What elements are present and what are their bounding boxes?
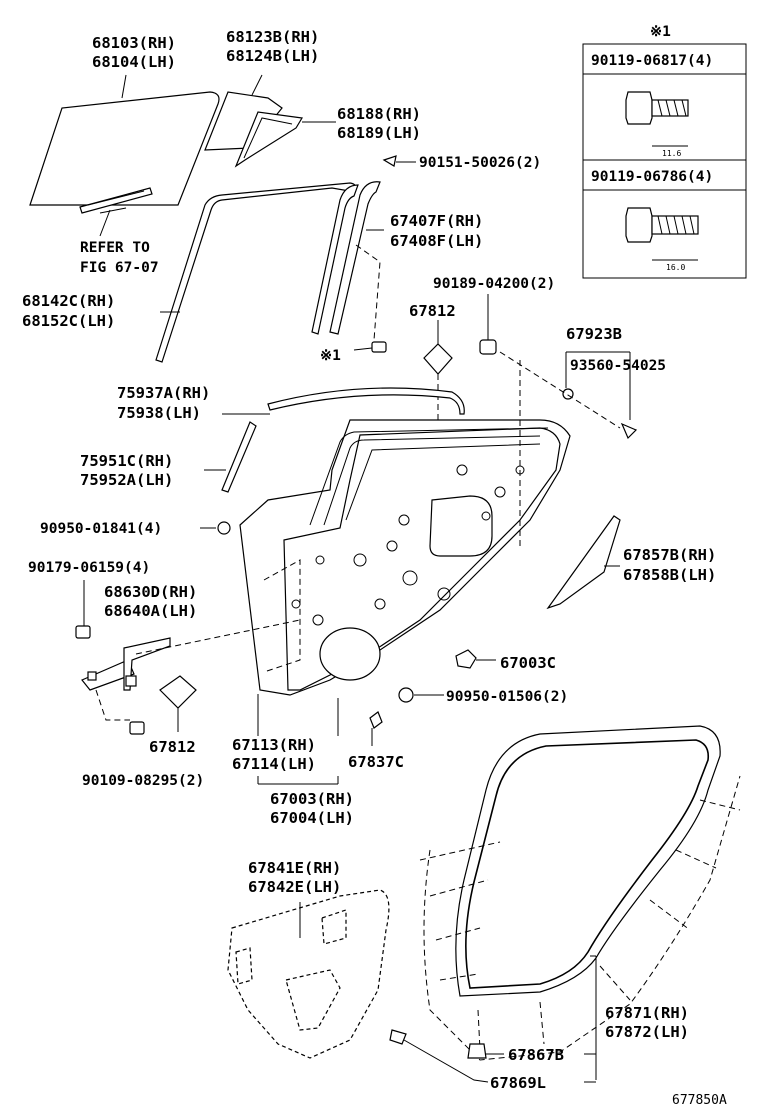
door-weatherstrip — [419, 725, 741, 1080]
bolt-mark1 — [353, 341, 387, 353]
label-90950-01841: 90950-01841(4) — [40, 521, 162, 537]
door-trim-cover — [546, 515, 621, 610]
label-67872: 67872(LH) — [605, 1023, 689, 1041]
screw-67923b — [620, 422, 638, 440]
belt-moulding — [267, 387, 465, 415]
label-mark1: ※1 — [320, 348, 341, 364]
label-67923b: 67923B — [566, 325, 622, 343]
label-67113: 67113(RH) — [232, 736, 316, 754]
label-67842e: 67842E(LH) — [248, 878, 341, 896]
bumper-67837c — [369, 711, 383, 729]
label-90109: 90109-08295(2) — [82, 773, 204, 789]
door-glass — [29, 74, 220, 206]
figure-id: 677850A — [672, 1093, 727, 1108]
inset-bolt-a-dim: 11.6 — [662, 149, 681, 158]
label-67871: 67871(RH) — [605, 1004, 689, 1022]
bolt-a-icon — [625, 91, 689, 147]
label-68630d: 68630D(RH) — [104, 583, 197, 601]
label-67841e: 67841E(RH) — [248, 859, 341, 877]
glass-channel-bracket — [79, 187, 153, 237]
quarter-glass — [204, 74, 283, 151]
label-93560: 93560-54025 — [570, 358, 666, 374]
clip-90189 — [479, 294, 497, 355]
label-67407f: 67407F(RH) — [390, 212, 483, 230]
label-67812-lower: 67812 — [149, 738, 196, 756]
inset-bolt-b-dim: 16.0 — [666, 263, 685, 272]
label-67812-upper: 67812 — [409, 302, 456, 320]
label-67837c: 67837C — [348, 753, 404, 771]
label-fig-ref: FIG 67-07 — [80, 260, 159, 276]
label-67004: 67004(LH) — [270, 809, 354, 827]
label-refer-to: REFER TO — [80, 240, 150, 256]
label-75937a: 75937A(RH) — [117, 384, 210, 402]
label-75951c: 75951C(RH) — [80, 452, 173, 470]
clip-90950-01506 — [398, 687, 414, 703]
label-68188: 68188(RH) — [337, 105, 421, 123]
label-68142c: 68142C(RH) — [22, 292, 115, 310]
label-68152c: 68152C(LH) — [22, 312, 115, 330]
bolt-90179 — [75, 580, 91, 639]
label-90950-01506: 90950-01506(2) — [446, 689, 568, 705]
label-90189: 90189-04200(2) — [433, 276, 555, 292]
label-67003: 67003(RH) — [270, 790, 354, 808]
fastener-inset — [582, 43, 747, 279]
inset-bolt-a-part: 90119-06817(4) — [591, 53, 713, 69]
label-67858b: 67858B(LH) — [623, 566, 716, 584]
label-67114: 67114(LH) — [232, 755, 316, 773]
service-hole-cover — [227, 889, 390, 1059]
division-bar-channel — [311, 181, 384, 341]
seal-67812-lower — [159, 675, 197, 732]
label-75952a: 75952A(LH) — [80, 471, 173, 489]
inset-mark: ※1 — [650, 24, 671, 40]
label-67857b: 67857B(RH) — [623, 546, 716, 564]
division-bar-cover — [221, 421, 257, 493]
label-67408f: 67408F(LH) — [390, 232, 483, 250]
bolt-90109 — [129, 721, 145, 735]
label-90179: 90179-06159(4) — [28, 560, 150, 576]
label-68189: 68189(LH) — [337, 124, 421, 142]
bolt-b-icon — [625, 207, 699, 261]
label-67869l: 67869L — [490, 1074, 546, 1092]
clip-90950-01841 — [200, 521, 231, 535]
label-67867b: 67867B — [508, 1046, 564, 1064]
label-67003c: 67003C — [500, 654, 556, 672]
screw-90151 — [382, 155, 416, 167]
label-90151: 90151-50026(2) — [419, 155, 541, 171]
label-68103: 68103(RH) — [92, 34, 176, 52]
bumper-67003c — [455, 649, 477, 669]
door-hinge — [81, 619, 301, 721]
label-68640a: 68640A(LH) — [104, 602, 197, 620]
label-68123b: 68123B(RH) — [226, 28, 319, 46]
label-68124b: 68124B(LH) — [226, 47, 319, 65]
clip-67869l — [389, 1029, 489, 1083]
quarter-glass-weatherstrip — [234, 111, 336, 168]
label-75938: 75938(LH) — [117, 404, 201, 422]
clip-67867b — [467, 1043, 504, 1059]
rear-door-panel — [239, 360, 571, 696]
label-68104: 68104(LH) — [92, 53, 176, 71]
inset-bolt-b-part: 90119-06786(4) — [591, 169, 713, 185]
